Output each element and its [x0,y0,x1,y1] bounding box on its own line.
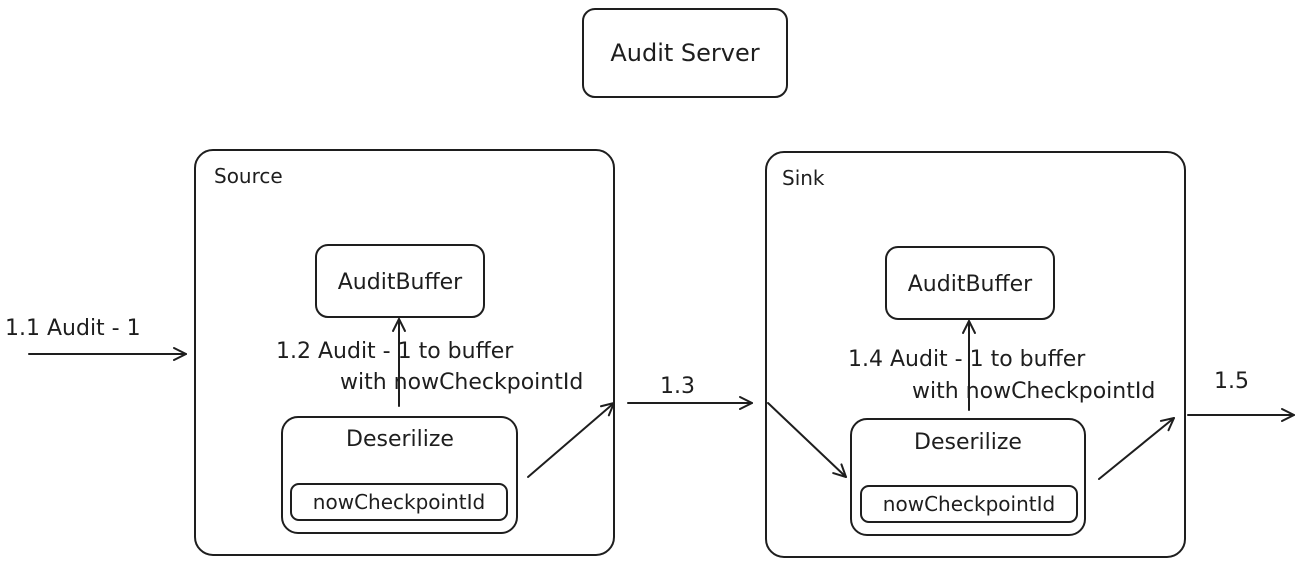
source-checkpoint-box [290,483,508,521]
source-audit-buffer-box [315,244,485,318]
sink-container-label: Sink [782,166,825,190]
edge-sink-out[interactable] [1098,417,1175,480]
audit-server-box [582,8,788,98]
sink-audit-buffer-label: AuditBuffer [908,272,1033,297]
sink-checkpoint-box [860,485,1078,523]
sink-checkpoint-label: nowCheckpointId [883,492,1055,516]
source-audit-buffer-node[interactable]: AuditBuffer [315,244,485,318]
source-container-label: Source [214,164,283,188]
source-audit-buffer-label: AuditBuffer [338,270,463,295]
edge-1-1[interactable]: 1.1 Audit - 1 [5,316,187,361]
edge-1-2-label-line2: with nowCheckpointId [340,370,583,395]
sink-deserialize-node[interactable]: Deserilize nowCheckpointId [850,418,1086,536]
edge-1-2-label-line1: 1.2 Audit - 1 to buffer [276,339,514,364]
edge-sink-out-arrow [1098,417,1175,480]
edge-source-out-arrow [527,402,615,478]
edge-1-2[interactable]: 1.2 Audit - 1 to buffer with nowCheckpoi… [276,318,583,407]
edge-1-5[interactable]: 1.5 [1187,369,1295,422]
edge-1-3-label: 1.3 [660,374,695,399]
sink-audit-buffer-node[interactable]: AuditBuffer [885,246,1055,320]
edge-1-4-label-line1: 1.4 Audit - 1 to buffer [848,347,1086,372]
sink-deserialize-label: Deserilize [914,430,1022,455]
edge-1-5-label: 1.5 [1214,369,1249,394]
source-checkpoint-label: nowCheckpointId [313,490,485,514]
edge-sink-in[interactable] [767,402,847,478]
sink-audit-buffer-box [885,246,1055,320]
audit-server-label: Audit Server [610,39,759,67]
edge-1-4[interactable]: 1.4 Audit - 1 to buffer with nowCheckpoi… [848,320,1155,411]
source-deserialize-label: Deserilize [346,427,454,452]
edge-1-4-label-line2: with nowCheckpointId [912,379,1155,404]
audit-server-node[interactable]: Audit Server [582,8,788,98]
source-deserialize-node[interactable]: Deserilize nowCheckpointId [281,416,518,534]
edge-1-1-label: 1.1 Audit - 1 [5,316,141,341]
edge-sink-in-arrow [767,402,847,478]
edge-source-out[interactable] [527,402,615,478]
edge-1-3[interactable]: 1.3 [627,374,753,410]
